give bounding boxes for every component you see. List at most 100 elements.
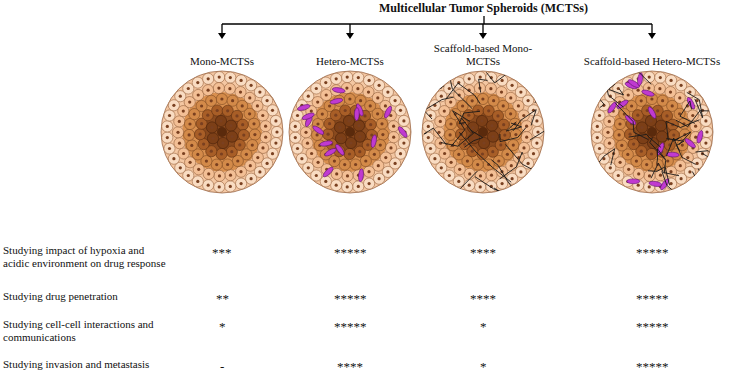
cell-nucleus [659,174,662,177]
cell-nucleus [527,99,530,102]
quiescent-zone [310,92,390,172]
cell-nucleus [649,119,652,122]
cell-nucleus [381,133,384,136]
scaffold-fiber [438,73,472,109]
tumor-cell [344,93,355,104]
cell-nucleus [480,119,483,122]
scaffold-fiber [589,91,604,108]
stromal-cell [324,147,338,158]
rating-cell: ***** [334,246,367,259]
tumor-cell [666,75,677,86]
cell-nucleus [596,136,599,139]
cell-nucleus [172,104,175,107]
cell-nucleus [348,97,351,100]
tumor-cell [320,176,331,187]
spheroid-node: Scaffold-based Hetero-MCTSs [567,40,736,195]
cell-nucleus [467,114,470,117]
tumor-cell [388,121,399,132]
tumor-cell [321,89,332,100]
scaffold-fiber [657,149,666,164]
tumor-cell [215,115,226,126]
tumor-cell [476,115,487,126]
tumor-cell [398,138,409,149]
cell-nucleus [366,143,369,146]
cell-nucleus [349,141,352,144]
tumor-cell [343,115,354,126]
cell-nucleus [386,91,389,94]
cell-nucleus [670,182,673,185]
cell-nucleus [427,136,430,139]
cell-nucleus [482,141,485,144]
branch-line [221,24,222,33]
scaffold-fiber [609,84,624,95]
row-label: Studying drug penetration [3,290,171,303]
scaffold-fiber [420,174,450,193]
cell-nucleus [333,160,336,163]
cell-nucleus [402,142,405,145]
stromal-cell [370,134,377,148]
spheroid-outline [289,71,411,193]
cell-nucleus [659,124,662,127]
scaffold-fiber [486,72,514,83]
stromal-cell [696,130,704,144]
cell-nucleus [476,163,479,166]
tumor-cell [271,126,282,137]
scaffold-fiber [446,83,480,103]
cell-nucleus [491,135,494,138]
cell-nucleus [275,130,278,133]
cell-nucleus [629,133,632,136]
tumor-cell [623,89,634,100]
cell-nucleus [665,114,668,117]
cell-nucleus [200,104,203,107]
cell-nucleus [230,135,233,138]
cell-nucleus [316,133,319,136]
rating-cell: ***** [636,292,669,305]
tumor-cell [697,105,708,116]
bracket-line [222,23,652,24]
tumor-cell [226,131,237,142]
tumor-cell [464,168,475,179]
tumor-cell [350,159,361,170]
tumor-cell [486,170,497,181]
tumor-cell [655,120,666,131]
cell-nucleus [178,142,181,145]
cell-nucleus [499,143,502,146]
cell-nucleus [525,136,528,139]
cell-nucleus [468,184,471,187]
cell-nucleus [202,143,205,146]
cell-nucleus [471,99,474,102]
cell-nucleus [251,144,254,147]
cell-nucleus [443,110,446,113]
stromal-cell [354,108,359,121]
cell-nucleus [354,163,357,166]
spheroid-heading: Scaffold-based Mono-MCTSs [420,40,546,68]
tumor-cell [212,105,223,116]
tumor-cell [320,77,331,88]
cell-nucleus [660,135,663,138]
cell-nucleus [369,123,372,126]
cell-nucleus [680,177,683,180]
cell-nucleus [307,166,310,169]
cell-nucleus [348,152,351,155]
scaffold-fiber [420,184,426,195]
cell-nucleus [463,143,466,146]
cell-nucleus [196,81,199,84]
tumor-cell [602,127,613,138]
scaffold-fiber [692,172,715,191]
scaffold-fiber [513,110,536,131]
cell-nucleus [226,109,229,112]
quiescent-zone [612,92,692,172]
cell-nucleus [669,170,672,173]
tumor-cell [260,121,271,132]
cell-nucleus [458,168,461,171]
cell-nucleus [264,136,267,139]
cell-nucleus [509,112,512,115]
tumor-cell [464,180,475,191]
scaffold-fiber [475,177,500,192]
cell-nucleus [334,114,337,117]
cell-nucleus [648,174,651,177]
scaffold-fiber [529,175,541,195]
cell-nucleus [266,99,269,102]
cell-nucleus [335,77,338,80]
tumor-cell [184,118,195,129]
